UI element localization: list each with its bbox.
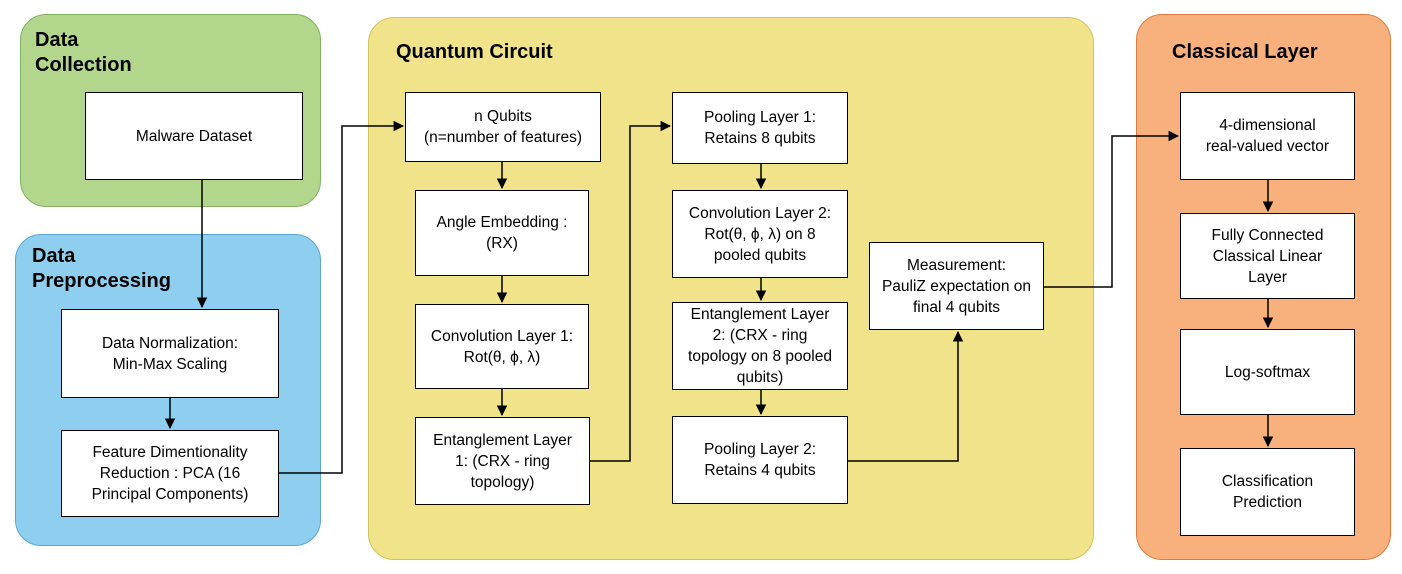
measurement-node: Measurement: PauliZ expectation on final… [869,242,1044,330]
log-softmax-node: Log-softmax [1180,329,1355,415]
fully-connected-layer-node: Fully Connected Classical Linear Layer [1180,213,1355,299]
data-preprocessing-title: Data Preprocessing [32,245,171,292]
malware-dataset-node: Malware Dataset [85,92,303,180]
data-normalization-node: Data Normalization: Min-Max Scaling [61,309,279,398]
classical-layer-title: Classical Layer [1172,41,1318,63]
pooling-layer-2-node: Pooling Layer 2: Retains 4 qubits [672,416,848,504]
n-qubits-node: n Qubits (n=number of features) [405,92,601,162]
data-collection-title: Data Collection [35,29,132,76]
convolution-layer-2-node: Convolution Layer 2: Rot(θ, ϕ, λ) on 8 p… [672,190,848,278]
classification-prediction-node: Classification Prediction [1180,448,1355,536]
entanglement-layer-2-node: Entanglement Layer 2: (CRX - ring topolo… [672,302,848,390]
entanglement-layer-1-node: Entanglement Layer 1: (CRX - ring topolo… [415,417,590,505]
angle-embedding-node: Angle Embedding : (RX) [415,190,589,276]
arrow-reduction-to-qubits [279,120,405,474]
feature-reduction-node: Feature Dimentionality Reduction : PCA (… [61,430,279,517]
real-valued-vector-node: 4-dimensional real-valued vector [1180,92,1355,180]
arrow-measurement-to-vector [1044,130,1180,288]
pooling-layer-1-node: Pooling Layer 1: Retains 8 qubits [672,92,848,164]
convolution-layer-1-node: Convolution Layer 1: Rot(θ, ϕ, λ) [415,304,589,389]
quantum-circuit-title: Quantum Circuit [396,41,553,63]
arrow-pooling2-to-measurement [848,330,964,462]
arrow-entangle1-to-pooling1 [590,120,672,462]
